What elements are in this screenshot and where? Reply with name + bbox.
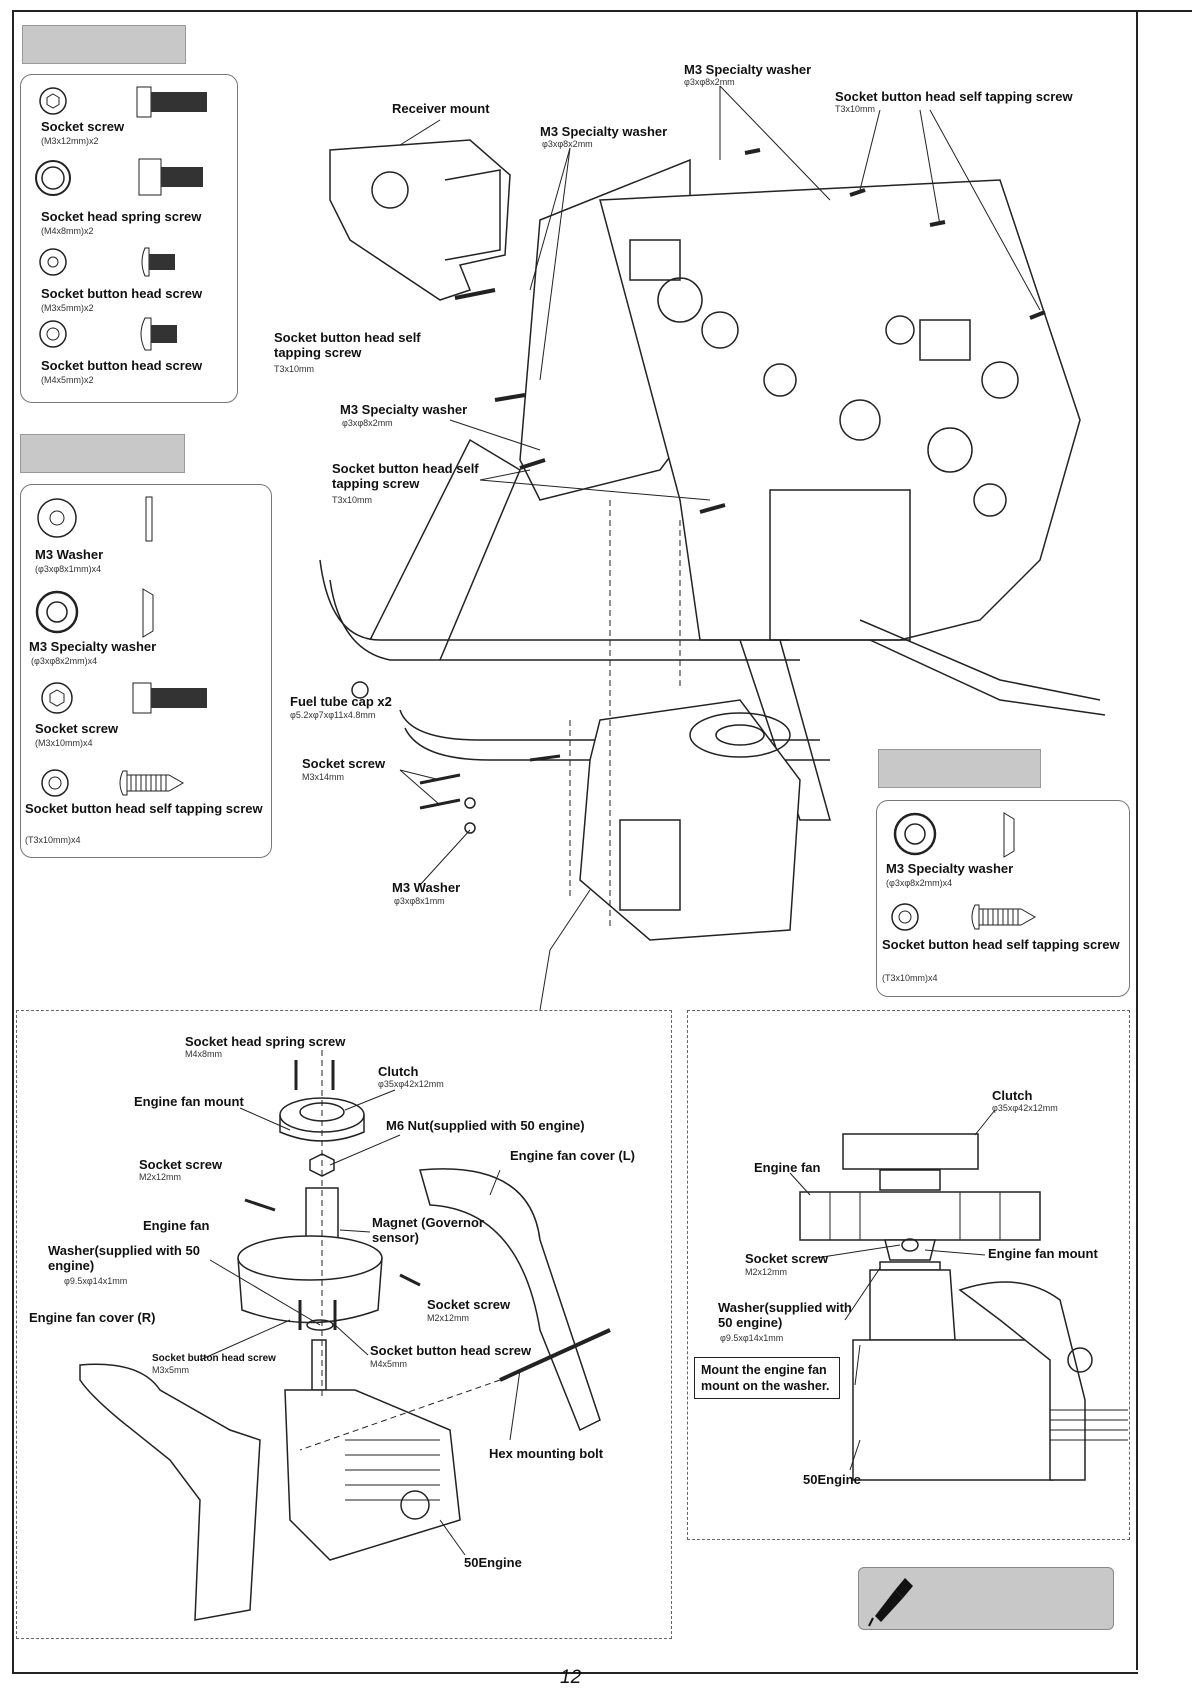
parts-box-2: M3 Washer (φ3xφ8x1mm)x4 M3 Specialty was… <box>20 484 272 858</box>
left-engine-fan-label: Engine fan <box>143 1218 210 1233</box>
page-number: 12 <box>560 1667 582 1688</box>
left-washer-spec: φ9.5xφ14x1mm <box>64 1276 128 1286</box>
section-header-box-1 <box>22 25 186 64</box>
left-socket-screw-a-spec: M2x12mm <box>139 1172 182 1182</box>
kit2-item2-spec: (φ3xφ8x2mm)x4 <box>31 656 98 666</box>
kit3-item1-spec: (φ3xφ8x2mm)x4 <box>886 878 953 888</box>
left-socket-screw-b-spec: M2x12mm <box>427 1313 470 1323</box>
kit2-item3-spec: (M3x10mm)x4 <box>35 738 93 748</box>
glue-bottle-icon <box>868 1578 913 1627</box>
low-washer-spec: φ3xφ8x2mm <box>342 418 393 428</box>
top-selftap-label: Socket button head self tapping screw <box>835 89 1073 104</box>
kit3-item2-spec: (T3x10mm)x4 <box>882 973 938 983</box>
left-socket-screw-b-label: Socket screw <box>427 1297 511 1312</box>
section-header-box-2 <box>20 434 185 473</box>
right-engine-fan-label: Engine fan <box>754 1160 821 1175</box>
left-clutch-label: Clutch <box>378 1064 419 1079</box>
right-engine-label: 50Engine <box>803 1472 861 1487</box>
socket-screw-spec: M3x14mm <box>302 772 345 782</box>
kit1-item2-spec: (M4x8mm)x2 <box>41 226 94 236</box>
kit3-item1-name: M3 Specialty washer <box>886 861 1014 876</box>
low-washer-label: M3 Specialty washer <box>340 402 468 417</box>
receiver-mount-label: Receiver mount <box>392 101 490 116</box>
fuel-cap-label: Fuel tube cap x2 <box>290 694 392 709</box>
top-washer-spec: φ3xφ8x2mm <box>684 77 735 87</box>
left-bh-small-spec: M3x5mm <box>152 1365 190 1375</box>
left-washer-label: Washer(supplied with 50 engine) <box>48 1243 200 1273</box>
mid-washer-spec: φ3xφ8x2mm <box>542 139 593 149</box>
parts-box-3-icons <box>891 812 1037 931</box>
right-socket-screw-label: Socket screw <box>745 1251 829 1266</box>
left-spring-screw-spec: M4x8mm <box>185 1049 223 1059</box>
mid-washer-label: M3 Specialty washer <box>540 124 668 139</box>
left-fan-cover-r-label: Engine fan cover (R) <box>29 1310 156 1325</box>
detail-right-panel <box>687 1010 1130 1540</box>
left-selftap-label: Socket button head self tapping screw <box>274 330 421 360</box>
mounting-note: Mount the engine fan mount on the washer… <box>694 1357 840 1399</box>
left-engine-label: 50Engine <box>464 1555 522 1570</box>
socket-screw-label: Socket screw <box>302 756 386 771</box>
kit1-item1-spec: (M3x12mm)x2 <box>41 136 99 146</box>
kit1-item3-spec: (M3x5mm)x2 <box>41 303 94 313</box>
left-fan-cover-l-label: Engine fan cover (L) <box>510 1148 635 1163</box>
page-top-rule <box>1138 10 1192 12</box>
left-bh-screw-label: Socket button head screw <box>370 1343 532 1358</box>
parts-box-1-icons <box>35 86 207 351</box>
kit2-item2-name: M3 Specialty washer <box>29 639 157 654</box>
left-clutch-spec: φ35xφ42x12mm <box>378 1079 444 1089</box>
left-socket-screw-a-label: Socket screw <box>139 1157 223 1172</box>
left-fan-mount-label: Engine fan mount <box>134 1094 244 1109</box>
left-spring-screw-label: Socket head spring screw <box>185 1034 346 1049</box>
right-clutch-spec: φ35xφ42x12mm <box>992 1103 1058 1113</box>
kit2-item1-name: M3 Washer <box>35 547 104 562</box>
right-fan-mount-label: Engine fan mount <box>988 1246 1098 1261</box>
page-frame <box>12 10 1138 1674</box>
kit3-item2-name: Socket button head self tapping screw <box>882 937 1120 952</box>
section-header-box-3 <box>878 749 1041 788</box>
top-washer-label: M3 Specialty washer <box>684 62 812 77</box>
right-washer-label: Washer(supplied with 50 engine) <box>718 1300 852 1330</box>
left-hex-bolt-label: Hex mounting bolt <box>489 1446 604 1461</box>
kit1-item4-name: Socket button head screw <box>41 358 203 373</box>
kit2-item1-spec: (φ3xφ8x1mm)x4 <box>35 564 102 574</box>
kit2-item4-name: Socket button head self tapping screw <box>25 801 263 816</box>
low-selftap-spec: T3x10mm <box>332 495 373 505</box>
right-washer-spec: φ9.5xφ14x1mm <box>720 1333 784 1343</box>
parts-box-3: M3 Specialty washer (φ3xφ8x2mm)x4 Socket… <box>876 800 1130 997</box>
m3-washer-spec: φ3xφ8x1mm <box>394 896 445 906</box>
top-selftap-spec: T3x10mm <box>835 104 876 114</box>
low-selftap-label: Socket button head self tapping screw <box>332 461 479 491</box>
fuel-cap-spec: φ5.2xφ7xφ11x4.8mm <box>290 710 376 720</box>
kit1-item3-name: Socket button head screw <box>41 286 203 301</box>
kit2-item3-name: Socket screw <box>35 721 119 736</box>
left-magnet-label: Magnet (Governor sensor) <box>372 1215 484 1245</box>
threadlock-badge <box>858 1567 1114 1630</box>
right-socket-screw-spec: M2x12mm <box>745 1267 788 1277</box>
kit1-item2-name: Socket head spring screw <box>41 209 202 224</box>
detail-left-panel <box>16 1010 672 1639</box>
left-bh-screw-spec: M4x5mm <box>370 1359 408 1369</box>
kit1-item4-spec: (M4x5mm)x2 <box>41 375 94 385</box>
parts-box-1: Socket screw (M3x12mm)x2 Socket head spr… <box>20 74 238 403</box>
left-bh-small-label: Socket button head screw <box>152 1353 276 1364</box>
parts-box-2-icons <box>35 496 207 797</box>
kit1-item1-name: Socket screw <box>41 119 125 134</box>
m3-washer-label: M3 Washer <box>392 880 461 895</box>
left-m6-nut-label: M6 Nut(supplied with 50 engine) <box>386 1118 585 1133</box>
left-selftap-spec: T3x10mm <box>274 364 315 374</box>
page-frame-right <box>1136 10 1138 1670</box>
right-clutch-label: Clutch <box>992 1088 1033 1103</box>
kit2-item4-spec: (T3x10mm)x4 <box>25 835 81 845</box>
